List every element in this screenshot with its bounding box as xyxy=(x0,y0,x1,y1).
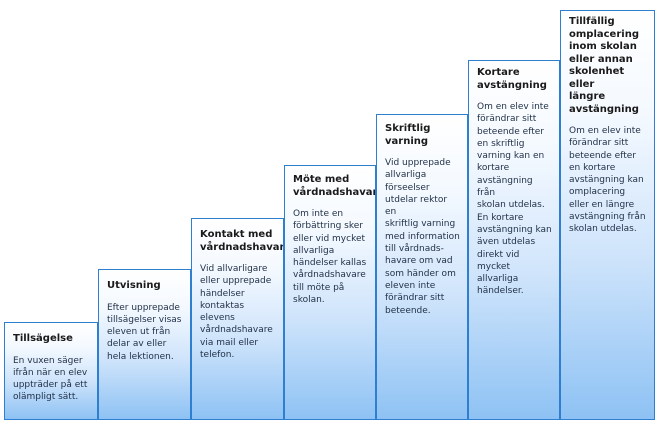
step-title: Kortare avstängning xyxy=(477,67,547,91)
step-description: Vid allvarligare eller upprepade händels… xyxy=(200,264,273,361)
step-description: Om en elev inte förändrar sitt beteende … xyxy=(569,126,646,235)
step-mote-med-vardnadshavare: Möte med vårdnadshavare Om inte en förbä… xyxy=(284,165,376,420)
step-title: Möte med vårdnadshavare xyxy=(293,174,376,198)
step-title: Kontakt med vårdnadshavare xyxy=(200,229,284,253)
step-tillfallig-omplacering: Tillfällig omplacering inom skolan eller… xyxy=(560,10,655,420)
step-kontakt-med-vardnadshavare: Kontakt med vårdnadshavare Vid allvarlig… xyxy=(191,218,284,420)
step-description: En vuxen säger ifrån när en elev uppträd… xyxy=(13,355,88,403)
step-kortare-avstangning: Kortare avstängning Om en elev inte förä… xyxy=(468,60,560,420)
step-skriftlig-varning: Skriftlig varning Vid upprepade allvarli… xyxy=(376,114,468,420)
step-description: Efter upprepade tillsägelser visas eleve… xyxy=(107,302,182,362)
step-description: Vid upprepade allvarliga förseelser utde… xyxy=(385,158,460,316)
step-utvisning: Utvisning Efter upprepade tillsägelser v… xyxy=(98,269,191,420)
step-title: Skriftlig varning xyxy=(385,123,431,147)
step-description: Om inte en förbättring sker eller vid my… xyxy=(293,209,367,306)
step-title: Tillfällig omplacering inom skolan eller… xyxy=(569,16,639,115)
step-title: Tillsägelse xyxy=(13,333,73,344)
step-description: Om en elev inte förändrar sitt beteende … xyxy=(477,102,552,297)
step-title: Utvisning xyxy=(107,280,161,291)
step-tillsagelse: Tillsägelse En vuxen säger ifrån när en … xyxy=(4,322,98,420)
